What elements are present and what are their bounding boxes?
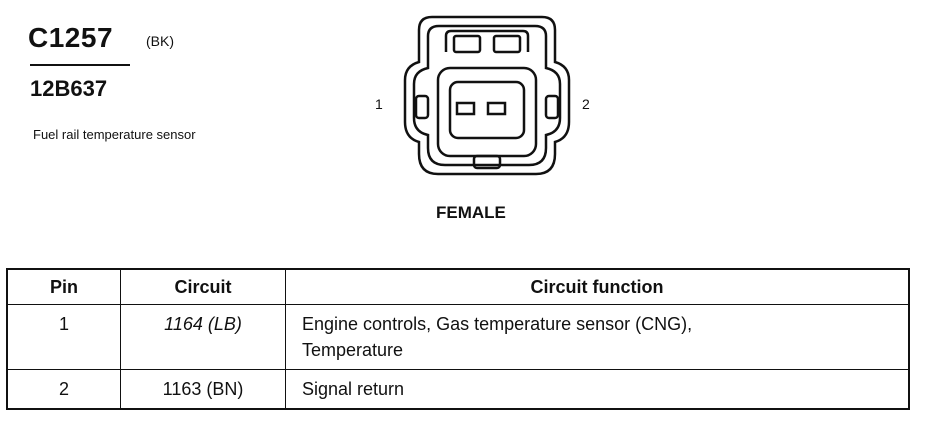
pin-1-terminal [455, 101, 476, 116]
part-number: 12B637 [30, 76, 108, 101]
connector-description: Fuel rail temperature sensor [33, 127, 196, 142]
connector-gender: FEMALE [436, 203, 506, 222]
connector-id: C1257 [28, 22, 114, 53]
circuit-function-cell: Engine controls, Gas temperature sensor … [285, 304, 910, 370]
circuit-cell: 1163 (BN) [120, 369, 286, 410]
header-circuit-function: Circuit function [285, 268, 910, 305]
terminal-housing [448, 80, 526, 140]
circuit-function-line: Engine controls, Gas temperature sensor … [302, 314, 693, 334]
locking-tab-slot-left [452, 34, 482, 54]
pin-cell: 2 [6, 369, 121, 410]
side-key-left [414, 94, 430, 120]
circuit-cell: 1164 (LB) [120, 304, 286, 370]
connector-face-diagram [403, 15, 571, 176]
table-row: 2 1163 (BN) Signal return [6, 369, 910, 410]
table-row: 1 1164 (LB) Engine controls, Gas tempera… [6, 304, 910, 370]
bottom-key [472, 154, 502, 170]
connector-inner-shell [412, 24, 562, 167]
locking-tab-slot-right [492, 34, 522, 54]
pin-label-1: 1 [375, 96, 383, 112]
pin-cell: 1 [6, 304, 121, 370]
title-divider [30, 64, 130, 66]
circuit-function-line: Signal return [302, 379, 405, 399]
header-pin: Pin [6, 268, 121, 305]
header-circuit: Circuit [120, 268, 286, 305]
side-key-right [544, 94, 560, 120]
pin-table: Pin Circuit Circuit function 1 1164 (LB)… [6, 268, 910, 410]
locking-tab [444, 29, 530, 52]
pin-2-terminal [486, 101, 507, 116]
color-code: (BK) [146, 33, 174, 49]
circuit-function-cell: Signal return [285, 369, 910, 410]
connector-outer-shell [403, 15, 571, 176]
circuit-function-line: Temperature [302, 340, 404, 360]
pin-label-2: 2 [582, 96, 590, 112]
table-header-row: Pin Circuit Circuit function [6, 268, 910, 305]
